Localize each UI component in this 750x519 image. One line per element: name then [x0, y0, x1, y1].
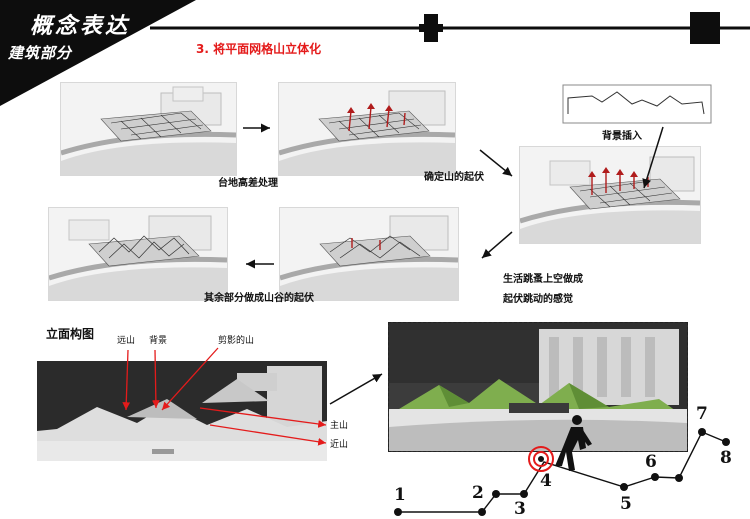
render-panel-3	[519, 146, 701, 244]
sequence-node-7	[698, 428, 706, 436]
sequence-number-8: 8	[720, 448, 732, 468]
header-subtitle: 建筑部分	[8, 44, 73, 62]
step-label-3: 背景插入	[602, 131, 642, 142]
header-title: 概念表达	[30, 14, 131, 39]
elevation-title: 立面构图	[46, 327, 95, 341]
label-background: 背景	[149, 336, 168, 346]
step-label-4b: 起伏跳动的感觉	[503, 294, 573, 305]
sequence-number-6: 6	[645, 452, 657, 472]
sequence-number-4: 4	[540, 471, 552, 491]
label-near-mountain: 近山	[330, 440, 349, 450]
label-main-mountain: 主山	[330, 421, 349, 431]
sequence-number-1: 1	[394, 485, 406, 505]
sequence-number-2: 2	[472, 483, 484, 503]
walking-person-icon	[555, 415, 592, 471]
sequence-node-5	[620, 483, 628, 491]
sequence-number-7: 7	[696, 404, 708, 424]
section-title: 3. 将平面网格山立体化	[196, 42, 322, 56]
header-black-triangle	[0, 0, 196, 106]
step-label-1: 台地高差处理	[218, 178, 278, 189]
perspective-render	[388, 322, 688, 452]
step-label-4a: 生活跳蚤上空做成	[503, 274, 583, 285]
label-far-mountain: 远山	[117, 336, 136, 346]
header-graphics	[0, 0, 750, 106]
skyline-insert	[562, 84, 712, 124]
viewpoint-target-icon	[528, 446, 554, 472]
sequence-number-3: 3	[514, 499, 526, 519]
elevation-image	[37, 361, 327, 461]
step-label-2: 确定山的起伏	[424, 172, 484, 183]
label-silhouette: 剪影的山	[218, 336, 255, 346]
render-panel-2	[278, 82, 456, 176]
render-panel-4	[279, 207, 459, 301]
sequence-number-5: 5	[620, 494, 632, 514]
sequence-node-6	[651, 473, 659, 481]
sequence-node-2	[478, 508, 486, 516]
render-panel-1	[60, 82, 237, 176]
sequence-node-8	[722, 438, 730, 446]
sequence-node-3	[520, 490, 528, 498]
render-panel-5	[48, 207, 228, 301]
step-label-5: 其余部分做成山谷的起伏	[204, 293, 314, 304]
header-marker-right	[690, 12, 720, 44]
sequence-node-1	[394, 508, 402, 516]
